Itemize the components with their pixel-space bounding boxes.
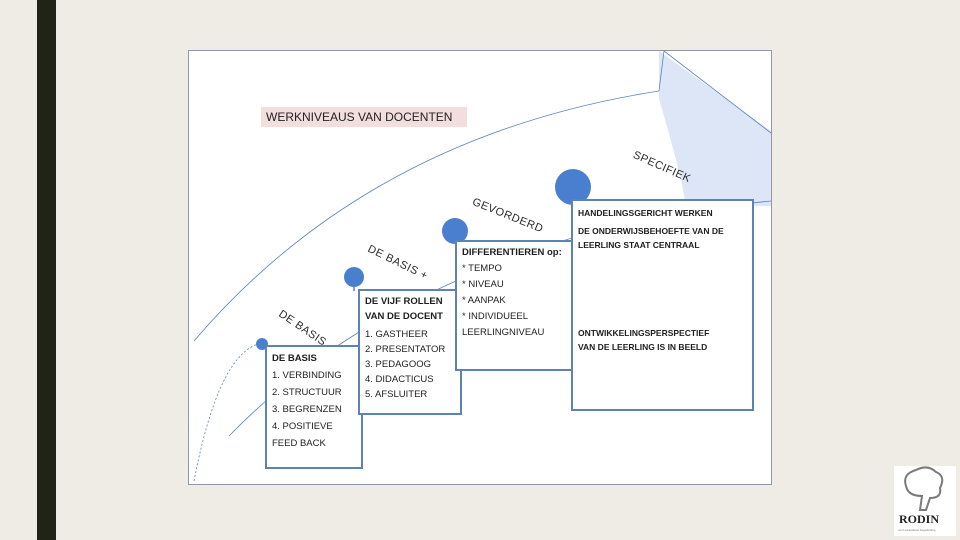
level-dot-2 bbox=[344, 267, 364, 287]
growth-arrow bbox=[189, 59, 659, 431]
arrow-head bbox=[659, 51, 771, 206]
box-item: 1. GASTHEER bbox=[365, 329, 428, 340]
box-heading: DE BASIS bbox=[272, 353, 317, 364]
box-heading: HANDELINGSGERICHT WERKEN bbox=[578, 208, 713, 218]
arrow-upper-edge bbox=[193, 90, 660, 342]
box-item: 4. POSITIEVE bbox=[272, 421, 333, 432]
level-dot-4 bbox=[555, 169, 591, 205]
level-dot-3 bbox=[442, 218, 468, 244]
box-de-basis: DE BASIS 1. VERBINDING 2. STRUCTUUR 3. B… bbox=[265, 345, 363, 469]
rodin-logo: RODIN voor educatieve begeleiding bbox=[894, 466, 956, 536]
box-differentieren: DIFFERENTIEREN op: * TEMPO * NIVEAU * AA… bbox=[455, 240, 579, 371]
box-item: 2. STRUCTUUR bbox=[272, 387, 342, 398]
box-item: * NIVEAU bbox=[462, 279, 504, 290]
left-accent-bar bbox=[37, 0, 56, 540]
box-heading: LEERLING STAAT CENTRAAL bbox=[578, 240, 700, 250]
box-specifiek: HANDELINGSGERICHT WERKEN DE ONDERWIJSBEH… bbox=[571, 199, 754, 411]
box-heading: ONTWIKKELINGSPERSPECTIEF bbox=[578, 328, 710, 338]
box-vijf-rollen: DE VIJF ROLLEN VAN DE DOCENT 1. GASTHEER… bbox=[358, 289, 462, 415]
arrow-tip-top bbox=[658, 51, 771, 134]
box-item: FEED BACK bbox=[272, 438, 326, 449]
box-item: * AANPAK bbox=[462, 295, 506, 306]
box-item: 3. PEDAGOOG bbox=[365, 359, 431, 370]
box-heading: DE ONDERWIJSBEHOEFTE VAN DE bbox=[578, 226, 724, 236]
box-item: 2. PRESENTATOR bbox=[365, 344, 446, 355]
box-item: 5. AFSLUITER bbox=[365, 389, 428, 400]
diagram-title: WERKNIVEAUS VAN DOCENTEN bbox=[261, 107, 467, 127]
diagram-slide: WERKNIVEAUS VAN DOCENTEN DE BASIS DE BAS… bbox=[188, 50, 772, 485]
logo-tagline: voor educatieve begeleiding bbox=[898, 528, 936, 532]
logo-name: RODIN bbox=[898, 512, 939, 526]
box-heading: DIFFERENTIEREN op: bbox=[462, 247, 562, 258]
box-heading: VAN DE LEERLING IS IN BEELD bbox=[578, 342, 708, 352]
box-item: * TEMPO bbox=[462, 263, 502, 274]
box-item: LEERLINGNIVEAU bbox=[462, 327, 545, 338]
box-item: 1. VERBINDING bbox=[272, 370, 342, 381]
box-item: * INDIVIDUEEL bbox=[462, 311, 528, 322]
box-item: 3. BEGRENZEN bbox=[272, 404, 342, 415]
box-heading: VAN DE DOCENT bbox=[365, 311, 443, 322]
dashed-progress-line bbox=[193, 342, 263, 482]
box-item: 4. DIDACTICUS bbox=[365, 374, 434, 385]
logo-tree-icon bbox=[904, 466, 944, 511]
box-heading: DE VIJF ROLLEN bbox=[365, 296, 443, 307]
